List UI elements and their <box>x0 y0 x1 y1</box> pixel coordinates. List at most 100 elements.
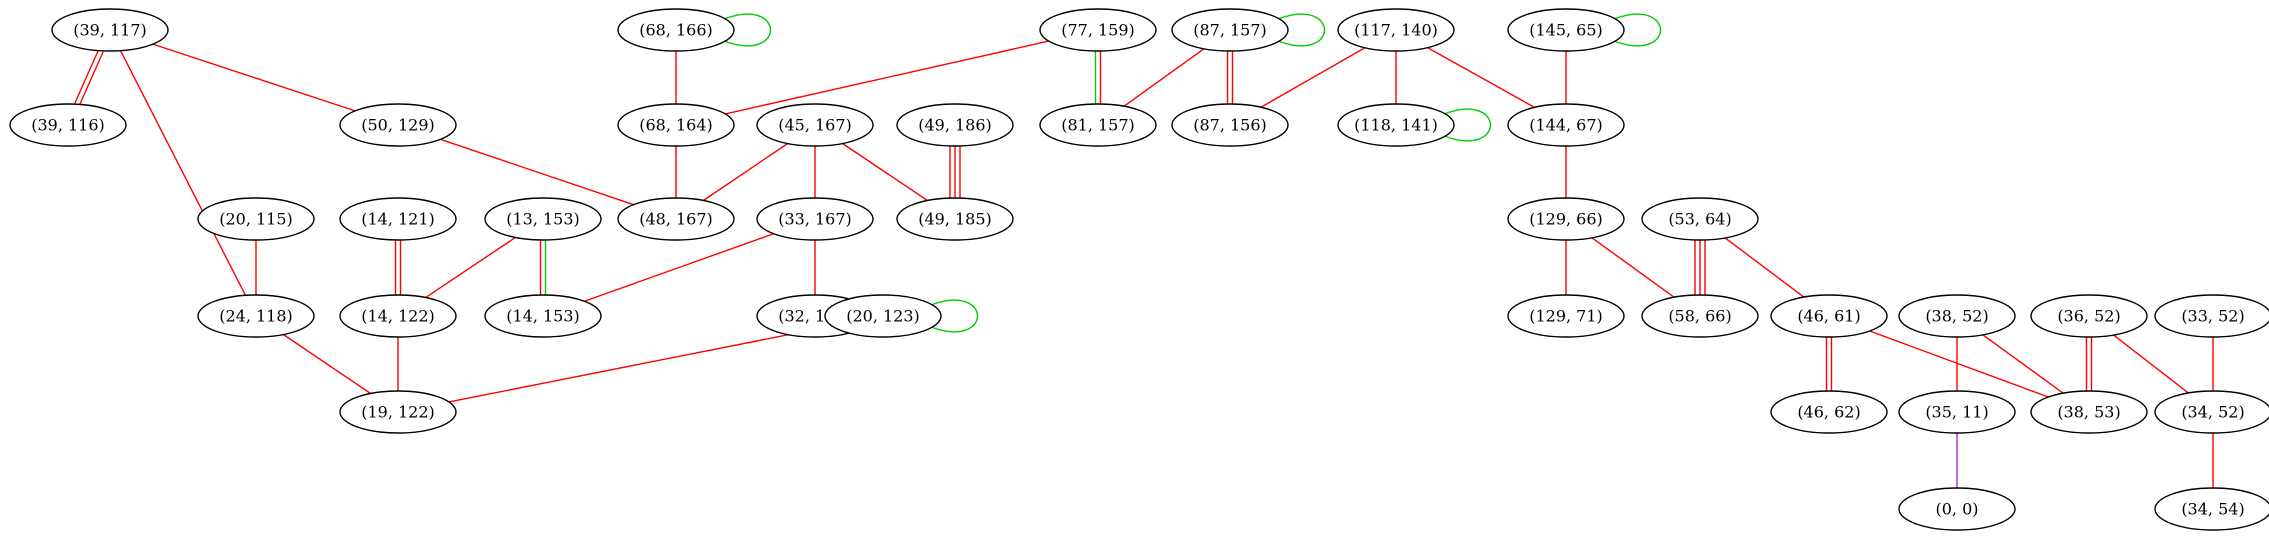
node-ellipse <box>339 390 457 434</box>
node-label: (50, 129) <box>361 116 435 135</box>
graph-edge <box>74 49 100 104</box>
node-label: (20, 115) <box>219 210 293 229</box>
self-loop-edge <box>1613 13 1661 47</box>
node-label: (38, 52) <box>1925 307 1988 326</box>
node-ellipse <box>484 294 602 338</box>
node-ellipse <box>617 8 735 52</box>
graph-node: (13, 153) <box>484 197 602 241</box>
graph-edge <box>725 40 1049 115</box>
graph-node: (33, 52) <box>2154 294 2269 338</box>
graph-node: (68, 164) <box>617 103 735 147</box>
node-ellipse <box>617 197 735 241</box>
node-label: (33, 167) <box>778 210 852 229</box>
node-layer: (39, 117) (39, 116) (50, 129) (24, 118) (68,… <box>9 8 2269 531</box>
self-loop-edge <box>723 13 771 47</box>
node-label: (0, 0) <box>1935 500 1978 519</box>
node-label: (46, 61) <box>1797 307 1860 326</box>
node-ellipse <box>1898 294 2016 338</box>
graph-edge <box>702 142 789 202</box>
node-label: (53, 64) <box>1668 210 1731 229</box>
node-label: (19, 122) <box>361 403 435 422</box>
node-label: (14, 121) <box>361 210 435 229</box>
graph-node: (49, 185) <box>896 197 1014 241</box>
node-ellipse <box>896 197 1014 241</box>
node-ellipse <box>197 197 315 241</box>
node-ellipse <box>197 294 315 338</box>
node-label: (14, 153) <box>506 307 580 326</box>
node-label: (81, 157) <box>1061 116 1135 135</box>
graph-edge <box>584 233 774 302</box>
node-label: (68, 166) <box>639 21 713 40</box>
graph-node: (14, 153) <box>484 294 602 338</box>
node-label: (38, 53) <box>2057 403 2120 422</box>
graph-node: (35, 11) <box>1898 390 2016 434</box>
node-label: (145, 65) <box>1529 21 1603 40</box>
graph-node: (49, 186) <box>896 103 1014 147</box>
graph-edge <box>1260 47 1366 108</box>
self-loop-edge <box>930 299 978 333</box>
node-ellipse <box>1507 294 1625 338</box>
node-label: (58, 66) <box>1668 307 1731 326</box>
graph-edge <box>1123 48 1205 107</box>
node-ellipse <box>896 103 1014 147</box>
node-ellipse <box>9 103 127 147</box>
node-ellipse <box>484 197 602 241</box>
graph-node: (50, 129) <box>339 103 457 147</box>
edge-layer <box>74 13 2214 488</box>
graph-node: (20, 115) <box>197 197 315 241</box>
node-ellipse <box>1898 390 2016 434</box>
graph-node: (129, 71) <box>1507 294 1625 338</box>
graph-node: (34, 54) <box>2154 487 2269 531</box>
node-ellipse <box>1641 197 1759 241</box>
graph-edge <box>842 142 928 202</box>
graph-node: (129, 66) <box>1507 197 1625 241</box>
graph-edge <box>1427 47 1535 108</box>
graph-node: (53, 64) <box>1641 197 1759 241</box>
node-ellipse <box>1171 103 1289 147</box>
graph-edge <box>1869 330 2049 398</box>
graph-node: (87, 157) <box>1171 8 1289 52</box>
node-ellipse <box>2154 294 2269 338</box>
graph-node: (58, 66) <box>1641 294 1759 338</box>
graph-edge <box>440 138 634 206</box>
graph-node: (39, 117) <box>51 8 169 52</box>
node-label: (129, 66) <box>1529 210 1603 229</box>
node-ellipse <box>1898 487 2016 531</box>
graph-node: (68, 166) <box>617 8 735 52</box>
node-label: (24, 118) <box>219 307 293 326</box>
graph-node: (38, 52) <box>1898 294 2016 338</box>
node-ellipse <box>1337 8 1455 52</box>
node-label: (33, 52) <box>2181 307 2244 326</box>
node-ellipse <box>617 103 735 147</box>
node-ellipse <box>2030 390 2148 434</box>
node-ellipse <box>824 294 942 338</box>
node-ellipse <box>51 8 169 52</box>
graph-node: (14, 121) <box>339 197 457 241</box>
node-ellipse <box>1039 8 1157 52</box>
node-label: (118, 141) <box>1354 116 1438 135</box>
node-label: (49, 186) <box>918 116 992 135</box>
graph-edge <box>282 333 372 395</box>
graph-node: (118, 141) <box>1337 103 1455 147</box>
graph-edge <box>119 50 247 296</box>
node-label: (48, 167) <box>639 210 713 229</box>
node-label: (36, 52) <box>2057 307 2120 326</box>
node-label: (117, 140) <box>1354 21 1438 40</box>
graph-node: (144, 67) <box>1507 103 1625 147</box>
graph-node: (81, 157) <box>1039 103 1157 147</box>
node-ellipse <box>1641 294 1759 338</box>
node-label: (39, 116) <box>31 116 105 135</box>
graph-node: (145, 65) <box>1507 8 1625 52</box>
graph-edge <box>1591 237 1675 298</box>
node-label: (87, 157) <box>1193 21 1267 40</box>
node-label: (68, 164) <box>639 116 713 135</box>
node-label: (144, 67) <box>1529 116 1603 135</box>
node-ellipse <box>756 197 874 241</box>
graph-edge <box>1982 334 2064 394</box>
node-label: (49, 185) <box>918 210 992 229</box>
node-label: (34, 52) <box>2181 403 2244 422</box>
self-loop-edge <box>1443 108 1491 142</box>
graph-node: (24, 118) <box>197 294 315 338</box>
node-ellipse <box>2030 294 2148 338</box>
